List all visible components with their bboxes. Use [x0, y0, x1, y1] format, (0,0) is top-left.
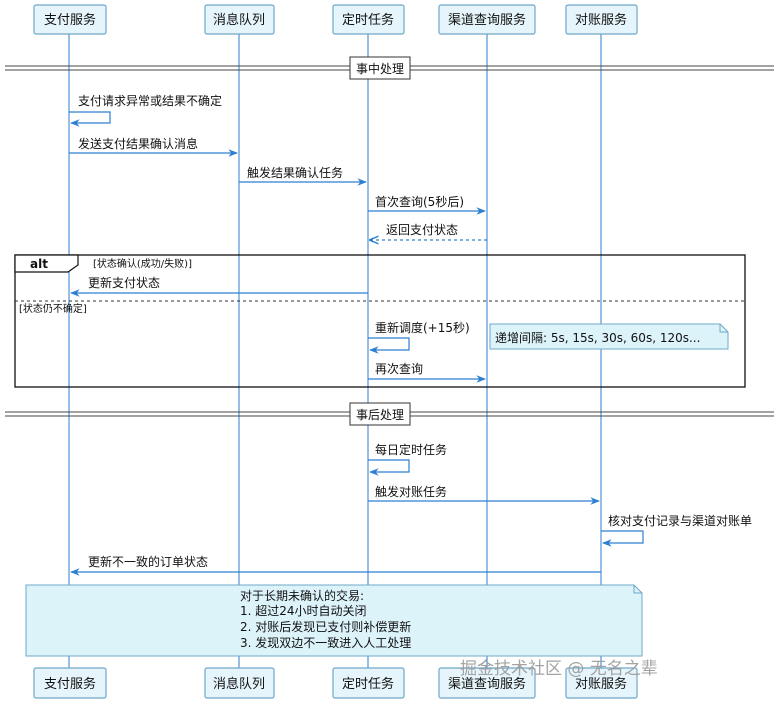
- participant-label: 对账服务: [575, 12, 627, 28]
- participant-box: [33, 667, 107, 699]
- message-label: 更新不一致的订单状态: [88, 554, 208, 569]
- message-label: 再次查询: [375, 362, 423, 376]
- note-line: 3. 发现双边不一致进入人工处理: [240, 635, 411, 650]
- note-text: 递增间隔: 5s, 15s, 30s, 60s, 120s...: [495, 331, 700, 345]
- participants-top: 支付服务 消息队列 定时任务 渠道查询服务 对账服务: [33, 4, 638, 35]
- lifelines: [68, 34, 602, 668]
- watermark: 掘金技术社区 @ 无名之辈: [460, 659, 658, 679]
- participant-box: [332, 667, 405, 699]
- participant-box: [332, 4, 405, 35]
- alt-keyword: alt: [30, 257, 48, 271]
- note-line: 1. 超过24小时自动关闭: [240, 603, 367, 618]
- participant-box: [438, 4, 536, 35]
- note-line: 对于长期未确认的交易:: [240, 588, 364, 603]
- participant-box: [565, 667, 638, 699]
- message-query-again: 再次查询: [368, 362, 486, 383]
- message-first-query: 首次查询(5秒后): [368, 195, 486, 215]
- participant-box: [204, 4, 275, 35]
- message-label: 发送支付结果确认消息: [78, 136, 198, 151]
- alt-frame: alt [状态确认(成功/失败)] [状态仍不确定]: [14, 254, 746, 388]
- participant-label: 对账服务: [575, 676, 627, 692]
- message-send-confirm: 发送支付结果确认消息: [69, 136, 238, 157]
- message-label: 支付请求异常或结果不确定: [78, 93, 222, 108]
- participant-label: 定时任务: [342, 676, 394, 692]
- section-divider-in-process: 事中处理: [5, 56, 774, 80]
- participant-box: [204, 667, 275, 699]
- message-update-orders: 更新不一致的订单状态: [70, 554, 601, 576]
- participant-box: [438, 667, 536, 699]
- message-check-records: 核对支付记录与渠道对账单: [601, 514, 752, 547]
- participant-label: 渠道查询服务: [448, 12, 526, 28]
- participant-label: 渠道查询服务: [448, 676, 526, 692]
- message-return-status: 返回支付状态: [370, 223, 487, 240]
- message-daily-timer: 每日定时任务: [368, 442, 447, 476]
- participant-box: [565, 4, 638, 35]
- message-label: 每日定时任务: [375, 442, 447, 457]
- participant-label: 支付服务: [44, 12, 96, 28]
- message-label: 触发对账任务: [375, 484, 447, 499]
- message-update-status: 更新支付状态: [70, 275, 368, 297]
- message-trigger-recon: 触发对账任务: [368, 484, 600, 505]
- participants-bottom: 支付服务 消息队列 定时任务 渠道查询服务 对账服务: [33, 667, 638, 699]
- alt-guard-2: [状态仍不确定]: [19, 302, 87, 315]
- message-pay-self: 支付请求异常或结果不确定: [69, 93, 222, 127]
- participant-label: 支付服务: [44, 676, 96, 692]
- participant-label: 消息队列: [213, 676, 265, 692]
- message-label: 更新支付状态: [88, 275, 160, 290]
- participant-label: 消息队列: [213, 12, 265, 28]
- note-line: 2. 对账后发现已支付则补偿更新: [240, 619, 411, 634]
- message-reschedule: 重新调度(+15秒): [368, 320, 470, 354]
- message-label: 首次查询(5秒后): [375, 195, 464, 209]
- alt-guard-1: [状态确认(成功/失败)]: [93, 257, 192, 270]
- note-long-term: 对于长期未确认的交易: 1. 超过24小时自动关闭 2. 对账后发现已支付则补偿…: [25, 584, 643, 657]
- message-trigger-confirm: 触发结果确认任务: [239, 165, 367, 186]
- message-label: 核对支付记录与渠道对账单: [608, 514, 752, 528]
- note-interval: 递增间隔: 5s, 15s, 30s, 60s, 120s...: [489, 323, 729, 350]
- participant-label: 定时任务: [342, 12, 394, 28]
- section-label: 事后处理: [356, 408, 404, 422]
- section-divider-after-process: 事后处理: [5, 402, 774, 426]
- section-label: 事中处理: [356, 61, 404, 76]
- message-label: 返回支付状态: [386, 223, 458, 237]
- message-label: 触发结果确认任务: [247, 165, 343, 180]
- message-label: 重新调度(+15秒): [375, 320, 470, 335]
- participant-box: [33, 4, 107, 35]
